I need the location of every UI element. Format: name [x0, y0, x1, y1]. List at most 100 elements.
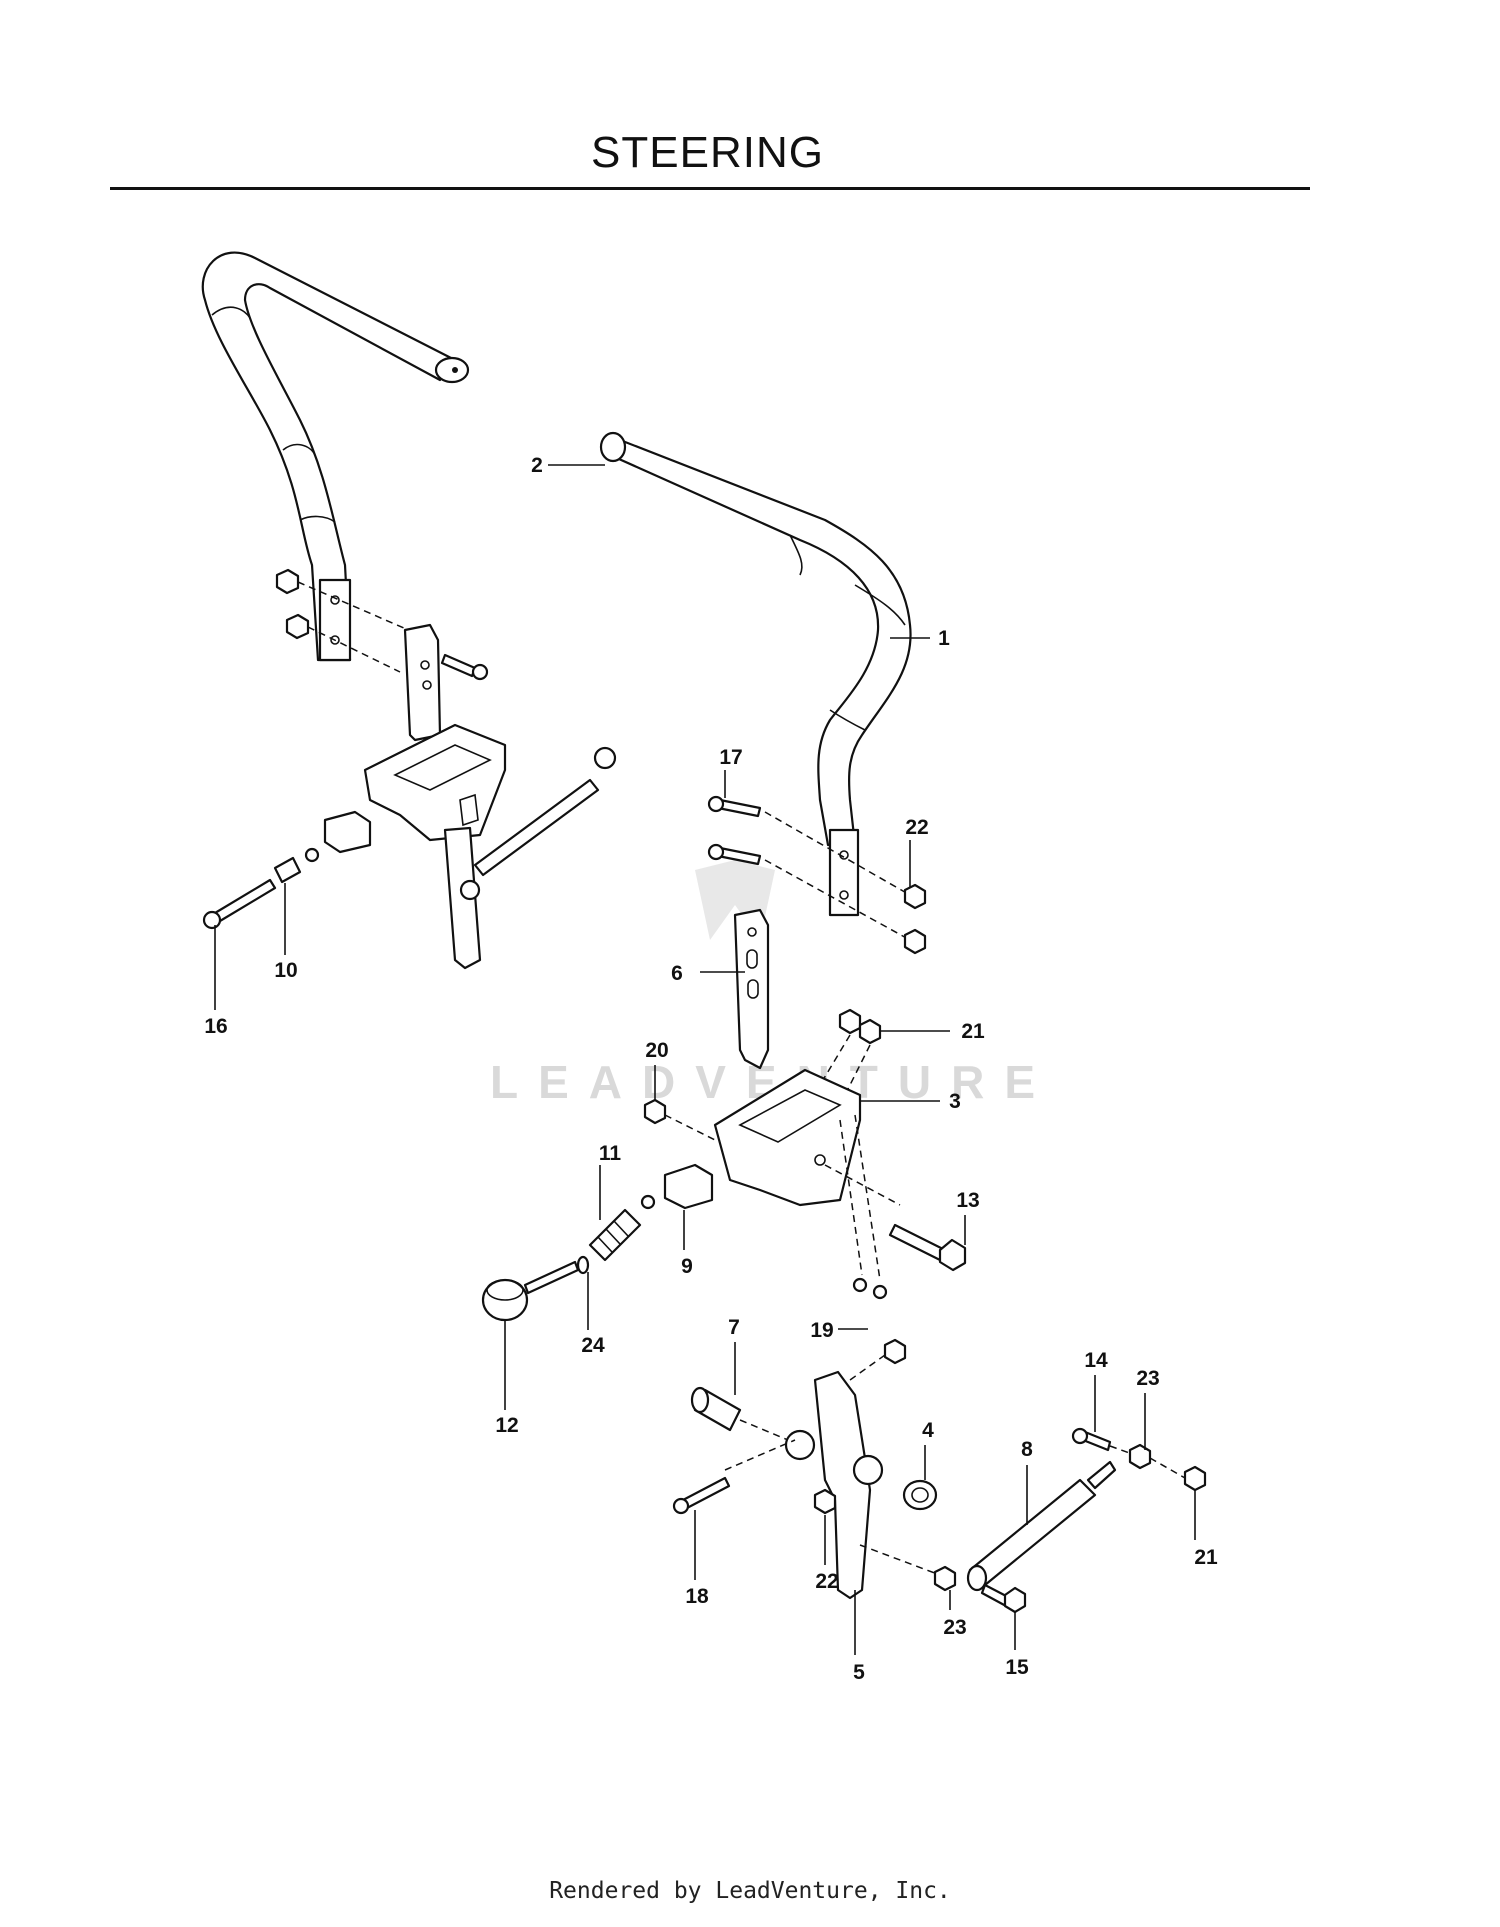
housing-slot: [738, 1089, 842, 1143]
assembly-line: [819, 1034, 851, 1086]
assembly-line: [664, 1114, 716, 1141]
callout-11: 11: [599, 1142, 622, 1165]
housing-slot: [393, 744, 492, 791]
bracket-hole: [330, 595, 340, 605]
callout-22-lower: 22: [815, 1570, 838, 1593]
callout-16: 16: [204, 1015, 227, 1038]
callout-13: 13: [956, 1189, 979, 1212]
assembly-line: [764, 811, 911, 896]
callout-9: 9: [681, 1255, 693, 1278]
bolt-17: [716, 798, 762, 818]
grip-seam: [299, 515, 336, 523]
callout-labels: 2 1 17 22 6 21 20 3 11 13 10 16 9 19 24 …: [204, 454, 1218, 1684]
lever-plate-6: [733, 908, 770, 1070]
bushing-4-bore: [911, 1487, 929, 1503]
callout-21: 21: [961, 1020, 985, 1043]
callout-22: 22: [905, 816, 928, 839]
nut-22: [903, 883, 927, 910]
callout-20: 20: [645, 1039, 668, 1062]
nut-21: [838, 1008, 862, 1035]
callout-8: 8: [1021, 1438, 1033, 1461]
callout-18: 18: [685, 1585, 709, 1608]
callout-14: 14: [1084, 1349, 1108, 1372]
bolt-18-head: [672, 1497, 690, 1515]
left-long-bolt-head: [202, 910, 222, 930]
arm-bore: [852, 1454, 884, 1486]
left-handle-end-hole: [452, 367, 458, 373]
housing-3: [713, 1068, 862, 1207]
right-handle-bracket: [828, 828, 860, 917]
bolt-17-head: [707, 795, 725, 813]
bolt-14-head: [1071, 1427, 1089, 1445]
bolt-19: [872, 1284, 888, 1300]
assembly-line: [307, 626, 401, 673]
left-bolt: [440, 653, 477, 678]
left-arm-bushing: [459, 879, 481, 901]
bolt-15-head: [1003, 1586, 1027, 1614]
callout-3: 3: [949, 1090, 961, 1113]
assembly-line: [859, 1544, 941, 1576]
arm-bushing: [784, 1429, 816, 1461]
left-lower-arm: [443, 826, 482, 970]
washer-24: [576, 1255, 590, 1275]
plate-hole: [420, 660, 430, 670]
bracket-hole: [330, 635, 340, 645]
right-steering-handle: [608, 438, 912, 847]
nut-top-arm: [883, 1338, 907, 1365]
callout-1: 1: [938, 627, 950, 650]
callout-17: 17: [719, 746, 742, 769]
left-nut: [275, 568, 300, 595]
left-washer: [304, 847, 320, 863]
assembly-line: [1109, 1445, 1136, 1456]
left-handle-bracket: [318, 578, 352, 662]
leader-lines: [214, 464, 1196, 1655]
plate-hole: [422, 680, 432, 690]
assembly-line: [724, 1439, 796, 1471]
nut-21: [858, 1018, 882, 1045]
grip-seam: [282, 443, 316, 456]
bracket-hole: [839, 890, 849, 900]
assembly-line: [824, 1164, 901, 1206]
page-title: STEERING: [591, 128, 824, 177]
grip-seam: [829, 709, 866, 731]
left-spacer-block: [323, 810, 372, 854]
left-bolt-head: [471, 663, 489, 681]
callout-21-lower: 21: [1194, 1546, 1218, 1569]
left-nut: [285, 613, 310, 640]
callout-23-lower: 23: [943, 1616, 966, 1639]
washer-9: [640, 1194, 656, 1210]
bolt-13-head: [938, 1238, 967, 1272]
assembly-line: [297, 581, 421, 636]
bushing-4: [902, 1479, 938, 1511]
nut-22: [903, 928, 927, 955]
left-lever-plate: [403, 623, 442, 742]
assembly-line: [839, 1119, 863, 1276]
grip-seam: [789, 534, 803, 576]
housing-window: [459, 793, 479, 827]
assembly-line: [764, 859, 911, 941]
knob-12-face: [486, 1279, 524, 1301]
assembly-line: [849, 1354, 886, 1381]
callout-6: 6: [671, 962, 683, 985]
left-steering-handle: [201, 251, 457, 662]
bolt-17-head: [707, 843, 725, 861]
left-damper-end: [593, 746, 617, 770]
callout-5: 5: [853, 1661, 865, 1684]
bolt-19: [852, 1277, 868, 1293]
left-housing: [363, 723, 507, 842]
footer-credit: Rendered by LeadVenture, Inc.: [549, 1878, 951, 1904]
left-spring: [273, 856, 302, 884]
damper-8-end: [966, 1564, 988, 1592]
damper-8: [968, 1478, 1097, 1587]
callout-15: 15: [1005, 1656, 1029, 1679]
callout-10: 10: [274, 959, 297, 982]
left-long-bolt: [213, 878, 277, 923]
lever-arm-5: [813, 1370, 872, 1600]
right-lever-assembly: [481, 431, 1207, 1614]
plate-slot: [747, 979, 759, 999]
plate-hole: [747, 927, 757, 937]
assembly-line: [844, 1044, 871, 1096]
damper-8-rod: [1086, 1460, 1117, 1490]
